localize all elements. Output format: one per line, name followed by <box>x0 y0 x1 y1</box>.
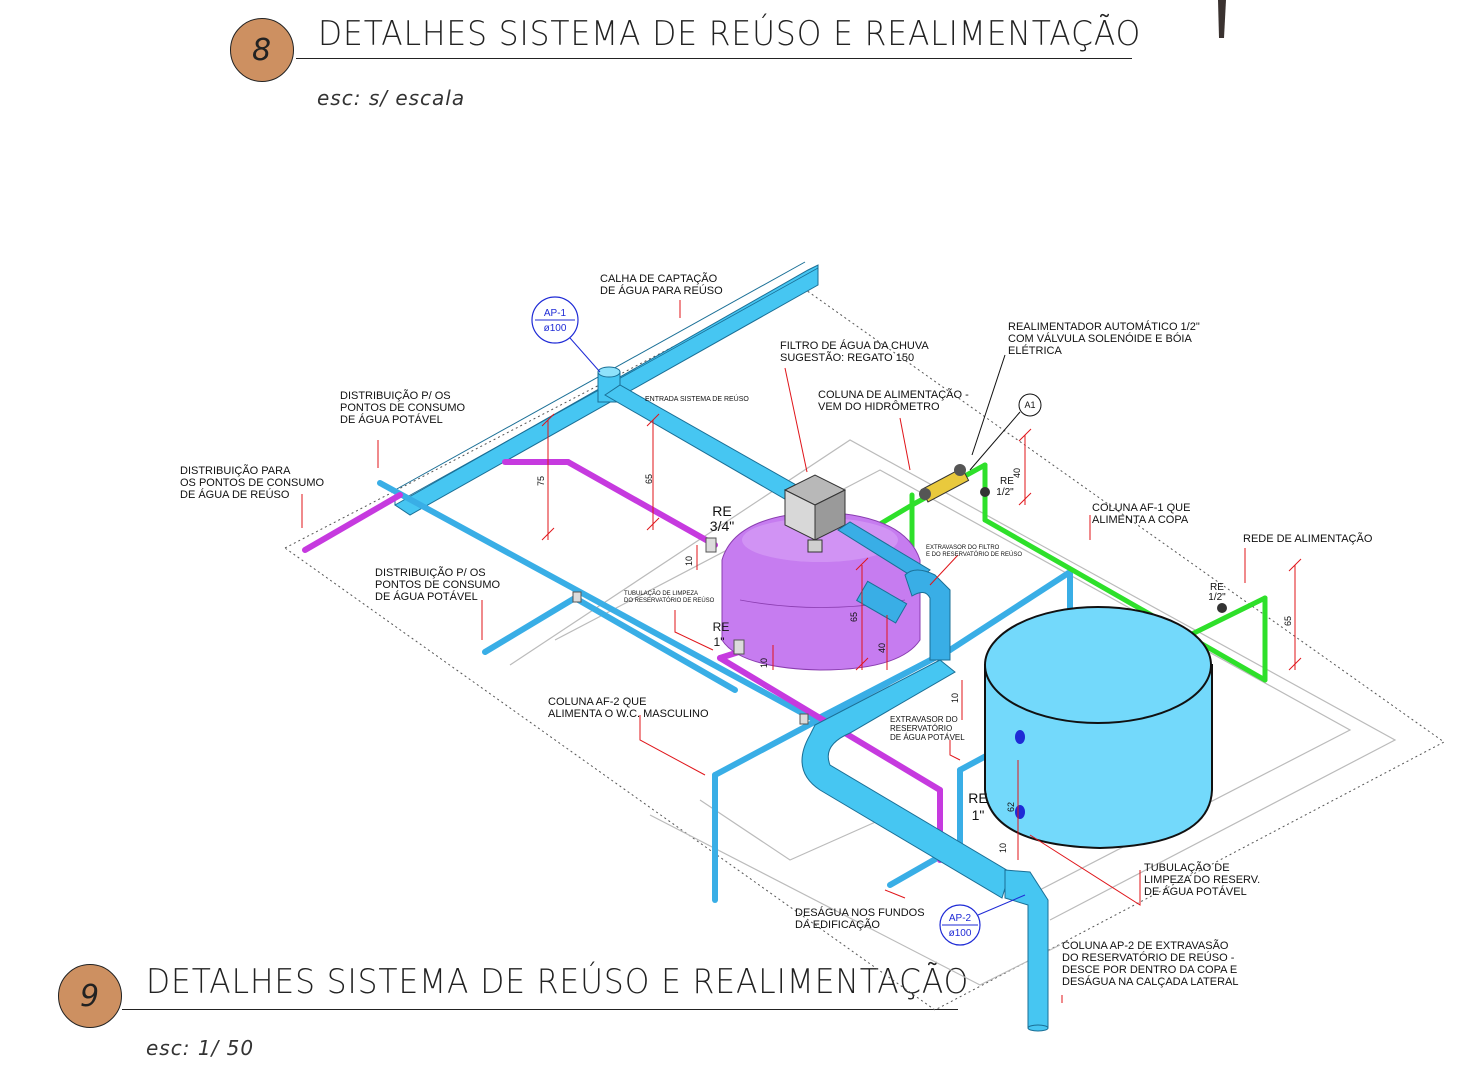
detail-title-top: DETALHES SISTEMA DE REÚSO E REALIMENTAÇÃ… <box>318 14 1142 54</box>
dim-10-a: 10 <box>684 556 694 566</box>
tag-a1: A1 <box>969 393 1042 471</box>
detail-title-bottom: DETALHES SISTEMA DE REÚSO E REALIMENTAÇÃ… <box>146 962 970 1002</box>
title-underline-top <box>296 58 1132 59</box>
dim-10-b: 10 <box>759 658 769 668</box>
dimension-lines <box>541 413 1302 860</box>
detail-number-badge-bottom: 9 <box>58 964 122 1028</box>
a1-tag-label: A1 <box>1024 400 1035 410</box>
dim-65-c: 65 <box>1283 616 1293 626</box>
label-rede-alimentacao: REDE DE ALIMENTAÇÃO <box>1243 532 1373 545</box>
dim-65-a: 65 <box>644 474 654 484</box>
floor-outline-3 <box>649 814 1061 986</box>
valve-fittings <box>572 537 809 725</box>
leader-lines <box>301 300 1246 1003</box>
tag-ap1: AP-1 ø100 <box>531 296 601 373</box>
floor-outline-2 <box>554 469 1352 896</box>
dim-10-c: 10 <box>950 693 960 703</box>
scale-note-top: esc: s/ escala <box>317 86 466 110</box>
label-realimentador: REALIMENTADOR AUTOMÁTICO 1/2"COM VÁLVULA… <box>1008 320 1200 357</box>
dim-62: 62 <box>1006 802 1016 812</box>
detail-number-bottom: 9 <box>79 978 101 1014</box>
stray-mark <box>1218 0 1226 38</box>
title-underline-bottom <box>122 1009 958 1010</box>
ap1-tag-label: AP-1 <box>544 308 567 319</box>
rain-filter <box>783 474 847 553</box>
realimentador-leader <box>971 354 1006 456</box>
ap2-tag-label: AP-2 <box>949 913 972 924</box>
ap2-tag-diameter: ø100 <box>949 928 972 939</box>
scale-note-bottom: esc: 1/ 50 <box>146 1036 255 1060</box>
dim-40-a: 40 <box>877 643 887 653</box>
dim-10-d: 10 <box>998 843 1008 853</box>
ap1-tag-diameter: ø100 <box>544 323 567 334</box>
dimension-values: 75 65 10 65 40 10 40 65 10 62 10 <box>536 468 1293 853</box>
dim-75: 75 <box>536 476 546 486</box>
dim-65-b: 65 <box>849 612 859 622</box>
slab-outline <box>284 282 1445 1011</box>
ap2-main-pipe <box>801 659 1049 1032</box>
filter-overflow-pipe <box>837 521 931 581</box>
label-coluna-alimentacao: COLUNA DE ALIMENTAÇÃO -VEM DO HIDRÔMETRO <box>818 388 969 413</box>
detail-number-top: 8 <box>251 32 273 68</box>
detail-number-badge-top: 8 <box>230 18 294 82</box>
feed-valve-assembly <box>919 464 1227 613</box>
tag-ap2: AP-2 ø100 <box>939 894 1026 946</box>
floor-outline-1 <box>509 439 1397 921</box>
label-entrada: ENTRADA SISTEMA DE REÚSO <box>645 394 749 403</box>
dim-40-b: 40 <box>1012 468 1022 478</box>
potable-reservoir <box>984 606 1213 850</box>
